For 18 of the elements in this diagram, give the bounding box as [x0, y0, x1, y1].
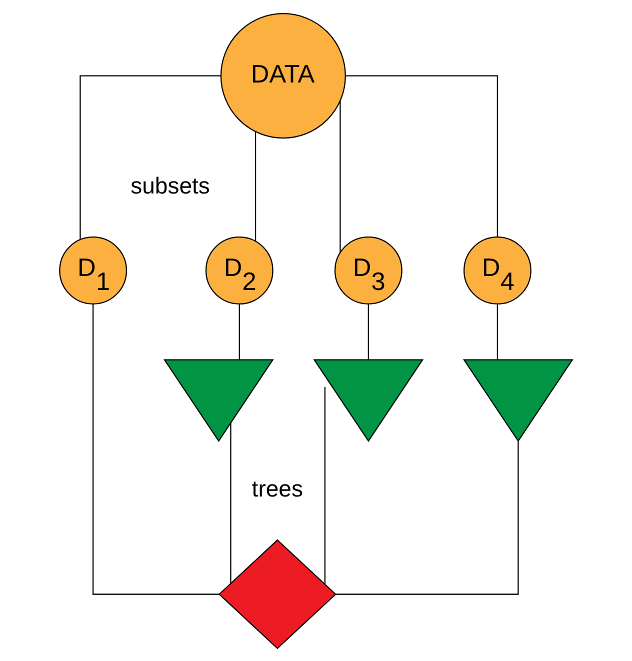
node-diamond [218, 538, 336, 649]
connector [336, 440, 519, 594]
node-circle: DATA [220, 12, 346, 138]
connector [238, 304, 240, 360]
label: subsets [130, 172, 210, 198]
connector [345, 74, 498, 237]
connector [340, 100, 341, 252]
label: trees [252, 474, 304, 501]
node-triangle [163, 358, 274, 442]
connector [496, 304, 498, 360]
connector [230, 422, 232, 583]
node-triangle [462, 358, 574, 442]
connector [368, 304, 369, 360]
connector [92, 303, 220, 594]
connector [80, 74, 221, 240]
connector [324, 386, 326, 584]
connector [254, 131, 256, 241]
node-triangle [313, 358, 424, 442]
